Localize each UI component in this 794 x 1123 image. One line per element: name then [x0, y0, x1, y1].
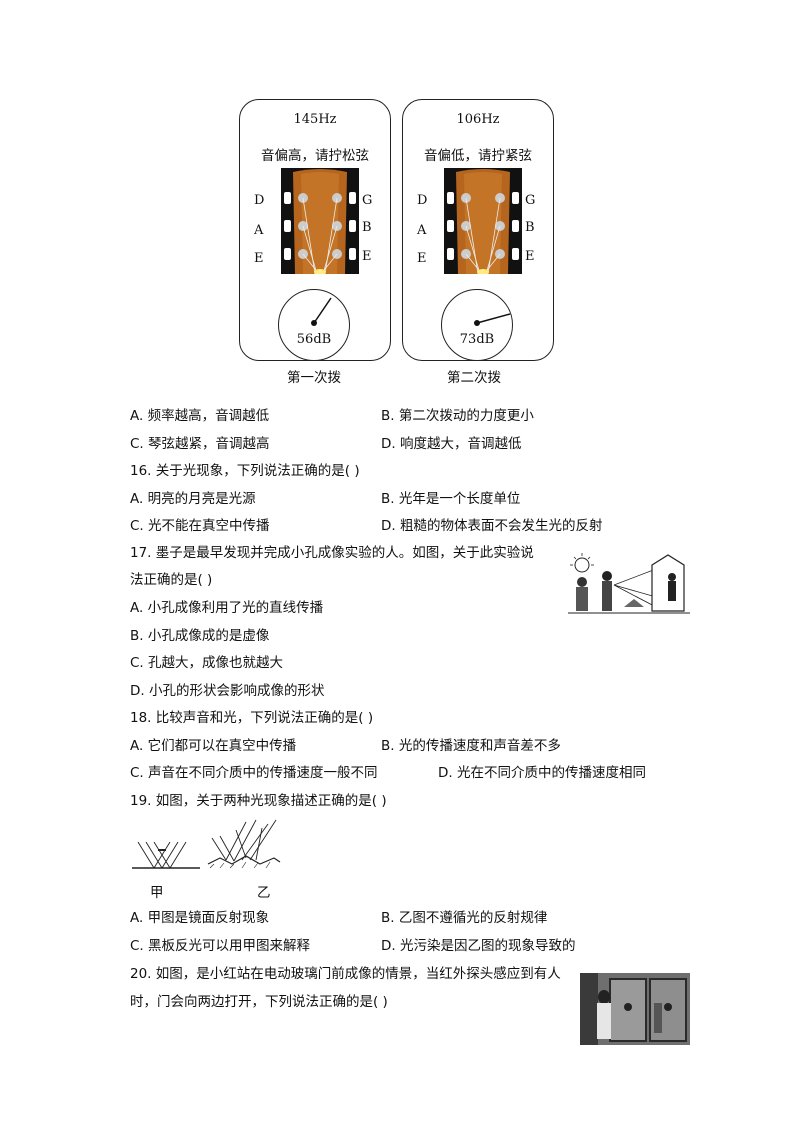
figure-caption: 第一次拨	[287, 370, 341, 386]
string-label: A	[417, 223, 427, 238]
option-a: A. 它们都可以在真空中传播	[130, 738, 297, 754]
question-stem: 16. 关于光现象，下列说法正确的是( )	[130, 463, 360, 479]
frequency-readout: 145Hz	[293, 112, 337, 127]
decibel-readout: 73dB	[459, 332, 495, 347]
string-label: A	[254, 223, 264, 238]
string-label: D	[254, 193, 265, 208]
string-label: G	[362, 193, 373, 208]
meter-needle-icon	[474, 313, 511, 326]
pinhole-camera-illustration	[568, 551, 690, 617]
option-b: B. 小孔成像成的是虚像	[130, 628, 270, 644]
tuning-message: 音偏低，请拧紧弦	[424, 148, 532, 164]
option-d: D. 光污染是因乙图的现象导致的	[381, 938, 576, 954]
option-d: D. 光在不同介质中的传播速度相同	[438, 765, 646, 781]
question-stem: 18. 比较声音和光，下列说法正确的是( )	[130, 710, 374, 726]
option-b: B. 乙图不遵循光的反射规律	[381, 910, 548, 926]
option-b: B. 光的传播速度和声音差不多	[381, 738, 561, 754]
option-c: C. 孔越大，成像也就越大	[130, 655, 284, 671]
option-d: D. 小孔的形状会影响成像的形状	[130, 683, 325, 699]
decibel-meter: 73dB	[441, 289, 513, 361]
figure-label-jia: 甲	[150, 885, 164, 901]
decibel-meter: 56dB	[278, 289, 350, 361]
guitar-headstock-image	[444, 168, 522, 274]
string-label: B	[362, 220, 372, 235]
specular-reflection-diagram	[132, 841, 200, 869]
option-c: C. 声音在不同介质中的传播速度一般不同	[130, 765, 378, 781]
question-stem: 20. 如图，是小红站在电动玻璃门前成像的情景，当红外探头感应到有人	[130, 966, 561, 982]
meter-needle-icon	[311, 297, 332, 326]
tuner-panel-first: 145Hz 音偏高，请拧松弦 D A E G B E 56dB	[239, 99, 391, 361]
string-label: E	[254, 251, 264, 266]
guitar-headstock-image	[281, 168, 359, 274]
option-d: D. 响度越大，音调越低	[381, 436, 522, 452]
diffuse-reflection-diagram	[207, 819, 281, 869]
tuner-panel-second: 106Hz 音偏低，请拧紧弦 D A E G B E 73dB	[402, 99, 554, 361]
option-c: C. 黑板反光可以用甲图来解释	[130, 938, 311, 954]
option-b: B. 光年是一个长度单位	[381, 491, 521, 507]
option-a: A. 明亮的月亮是光源	[130, 491, 256, 507]
decibel-readout: 56dB	[296, 332, 332, 347]
tuning-message: 音偏高，请拧松弦	[261, 148, 369, 164]
string-label: D	[417, 193, 428, 208]
string-label: B	[525, 220, 535, 235]
question-stem: 17. 墨子是最早发现并完成小孔成像实验的人。如图，关于此实验说	[130, 545, 534, 561]
string-label: G	[525, 193, 536, 208]
option-c: C. 光不能在真空中传播	[130, 518, 270, 534]
option-d: D. 粗糙的物体表面不会发生光的反射	[381, 518, 603, 534]
glass-door-photo	[580, 973, 690, 1045]
question-stem-continued: 时，门会向两边打开，下列说法正确的是( )	[130, 994, 388, 1010]
option-a: A. 小孔成像利用了光的直线传播	[130, 600, 324, 616]
option-a: A. 甲图是镜面反射现象	[130, 910, 270, 926]
string-label: E	[362, 249, 372, 264]
figure-caption: 第二次拨	[447, 370, 501, 386]
string-label: E	[525, 249, 535, 264]
option-c: C. 琴弦越紧，音调越高	[130, 436, 270, 452]
option-b: B. 第二次拨动的力度更小	[381, 408, 534, 424]
string-label: E	[417, 251, 427, 266]
frequency-readout: 106Hz	[456, 112, 500, 127]
option-a: A. 频率越高，音调越低	[130, 408, 270, 424]
question-stem-continued: 法正确的是( )	[130, 572, 213, 588]
question-stem: 19. 如图，关于两种光现象描述正确的是( )	[130, 793, 387, 809]
figure-label-yi: 乙	[257, 885, 271, 901]
